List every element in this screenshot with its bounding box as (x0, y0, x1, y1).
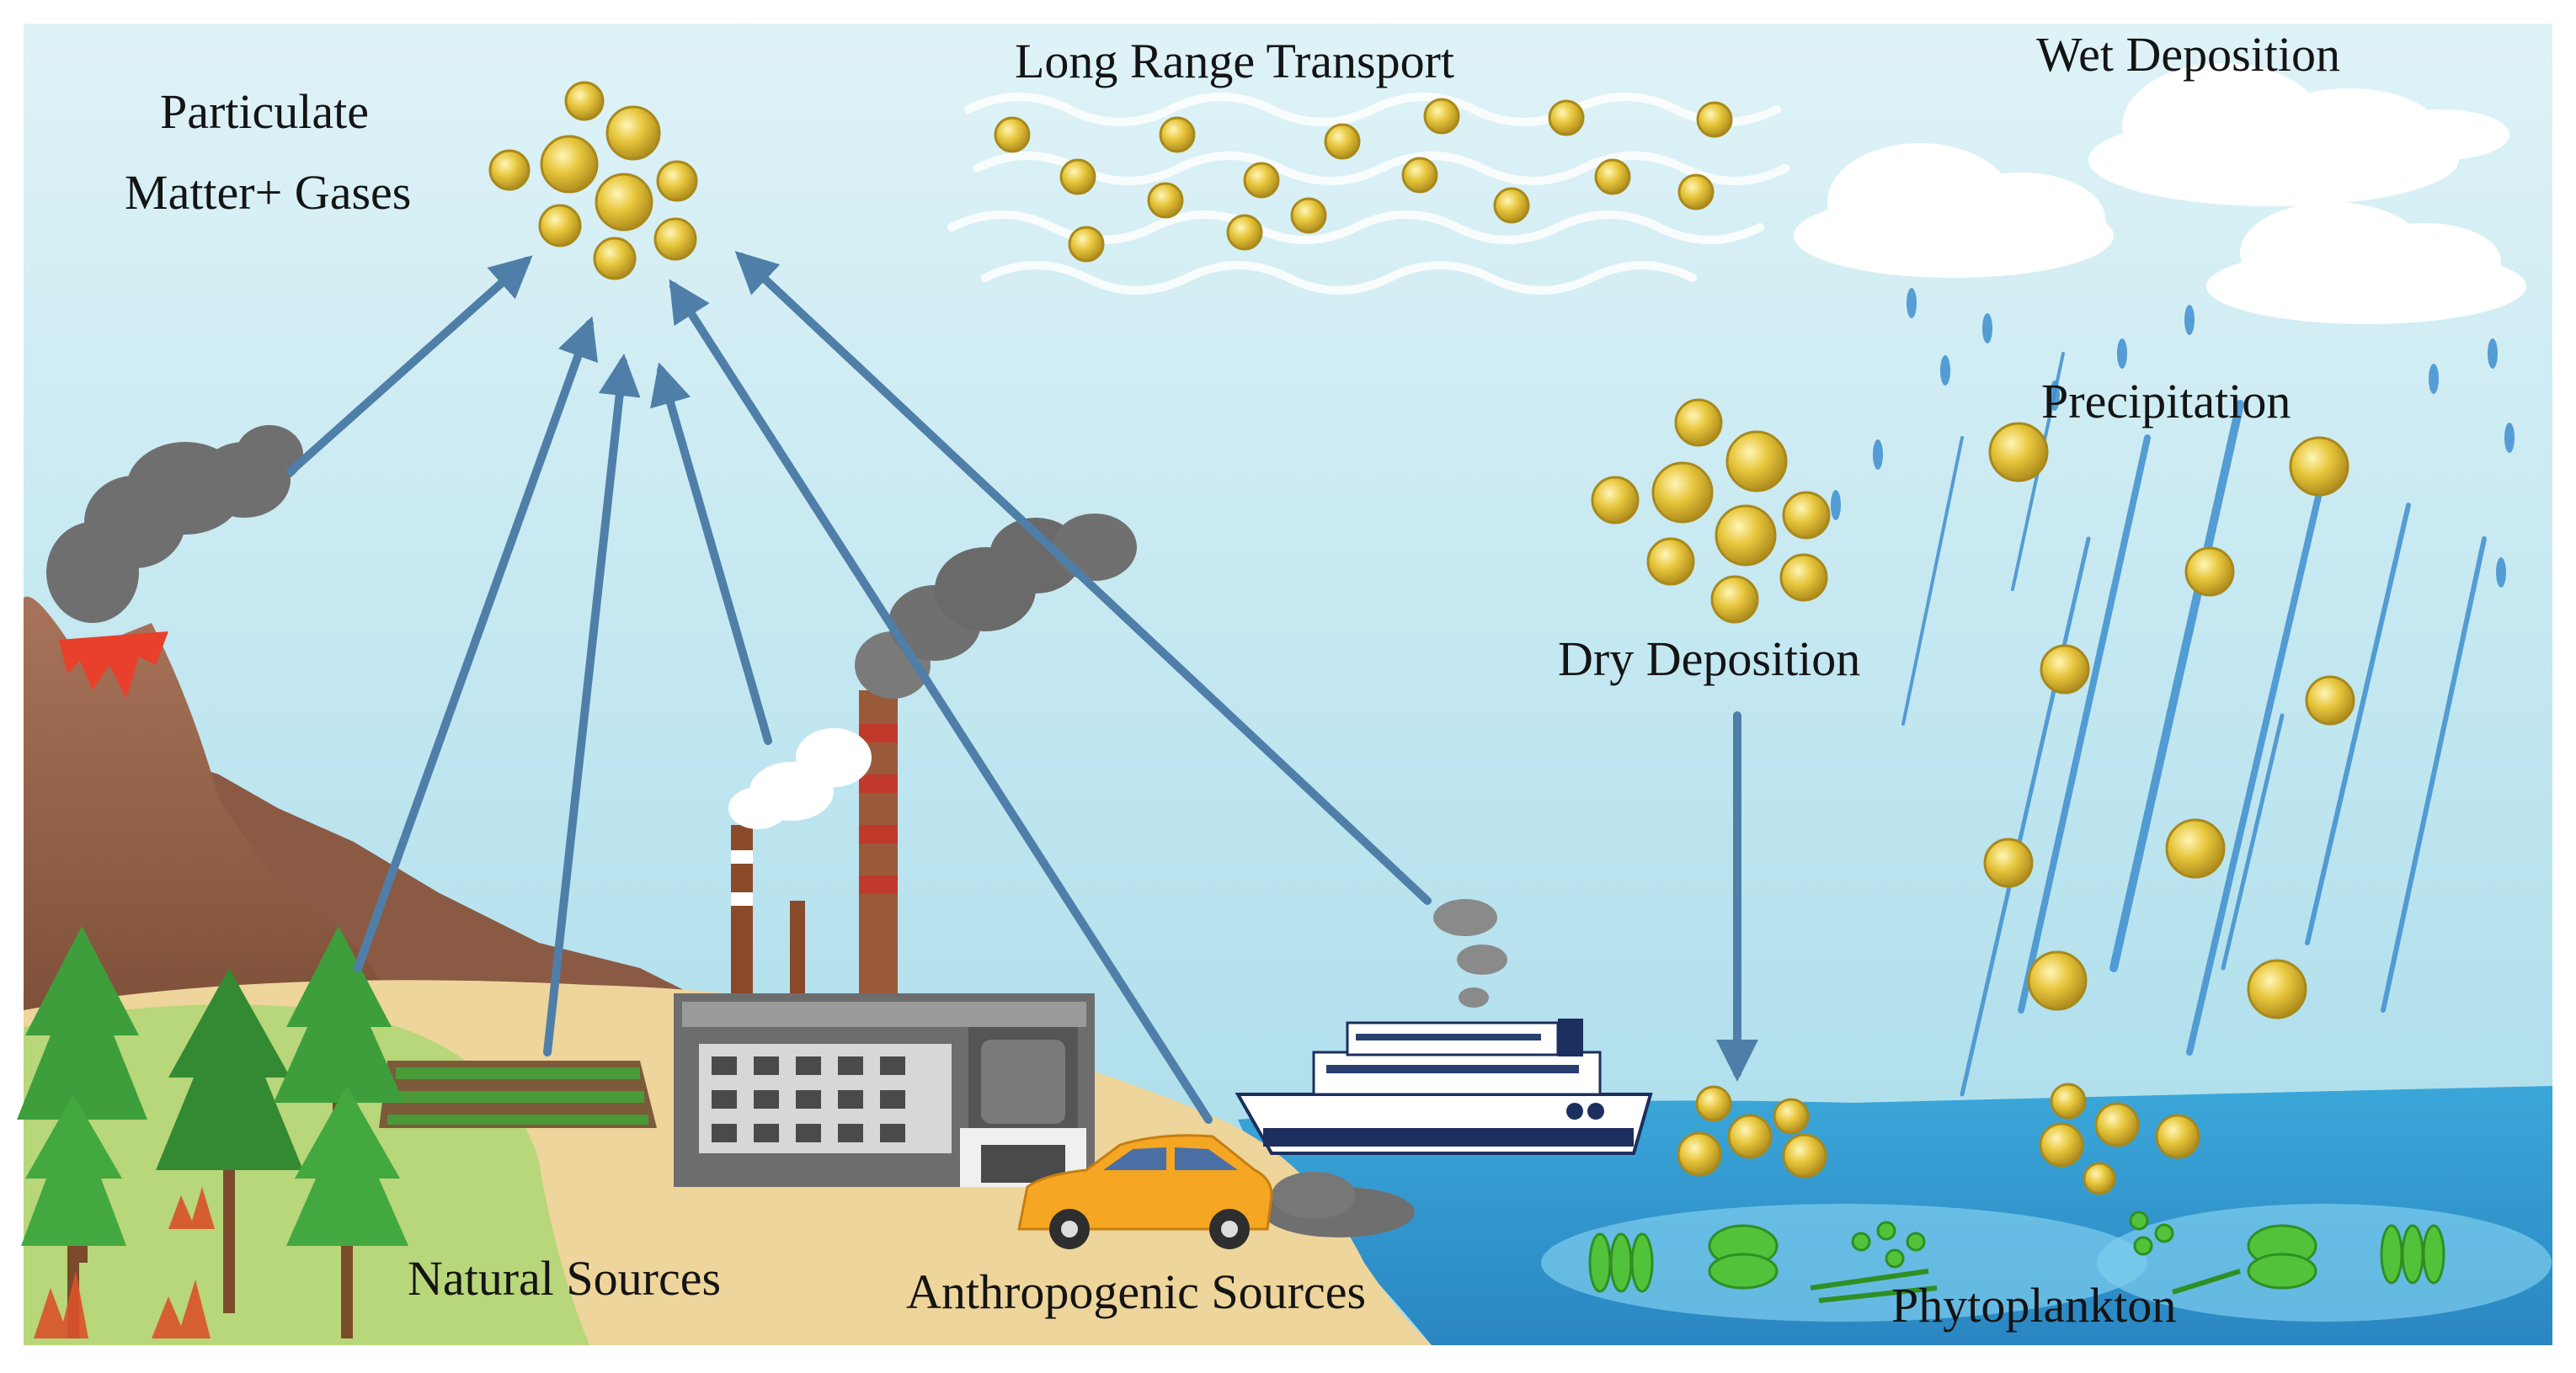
particle-icon (2165, 818, 2226, 879)
car-icon (1017, 1134, 1415, 1249)
particle-icon (994, 116, 1031, 153)
particle-icon (1710, 575, 1759, 624)
particle-icon (1651, 461, 1714, 524)
particle-icon (1591, 476, 1640, 524)
label-long-range-transport: Long Range Transport (1015, 34, 1454, 88)
particle-icon (1988, 422, 2049, 482)
particle-icon (1493, 187, 1530, 224)
wildfire (34, 1187, 215, 1338)
particle-icon (1646, 537, 1695, 586)
particle-icon (1725, 430, 1788, 492)
rain-icon (1901, 352, 2487, 1097)
particle-icon (538, 204, 582, 247)
particle-icon (1782, 1133, 1827, 1179)
particle-icon (1782, 491, 1831, 540)
particle-icon (1226, 214, 1263, 251)
particle-icon (1779, 553, 1828, 602)
smoke-ship (1433, 899, 1507, 1008)
particle-icon (1068, 226, 1105, 263)
farm-field (379, 1061, 657, 1128)
particle-icon (1695, 1085, 1732, 1122)
particle-icon (1548, 99, 1585, 136)
particle-icon (1715, 504, 1777, 567)
particle-icon (2083, 1162, 2116, 1195)
particle-icon (2247, 959, 2307, 1019)
cloud-icon (1794, 63, 2526, 324)
particle-icon (593, 237, 637, 280)
particle-icon (656, 160, 698, 202)
particle-icon (1983, 838, 2034, 888)
particle-icon (1290, 197, 1327, 234)
tree-icon (17, 926, 408, 1338)
particle-icon (1594, 158, 1631, 195)
smoke-volcano (46, 425, 303, 623)
particle-icon (605, 105, 661, 161)
particle-icon (2040, 644, 2090, 694)
ship-icon (1235, 1019, 1653, 1155)
particle-icon (653, 217, 697, 261)
particle-icon (1773, 1098, 1810, 1135)
particle-icon (2289, 436, 2349, 497)
particle-icon (1159, 116, 1196, 153)
particle-icon (2305, 675, 2355, 726)
particle-icon (2094, 1102, 2140, 1147)
particle-icon (2039, 1122, 2084, 1168)
particle-icon (540, 135, 599, 194)
particle-icon (1727, 1114, 1773, 1159)
label-anthropogenic-sources: Anthropogenic Sources (906, 1264, 1367, 1319)
particle-icon (564, 81, 605, 121)
chimney-icon (731, 690, 898, 993)
label-natural-sources: Natural Sources (408, 1251, 722, 1306)
lava (59, 631, 168, 699)
label-phytoplankton: Phytoplankton (1891, 1278, 2177, 1333)
particle-icon (1674, 398, 1723, 447)
particle-icon (1401, 157, 1438, 194)
plankton-patch-left (1541, 1204, 2147, 1322)
particle-icon (1324, 123, 1361, 160)
particle-icon (595, 173, 653, 231)
smoke-factory (728, 514, 1137, 829)
particle-icon (1147, 182, 1184, 219)
rain-drops (1831, 288, 2515, 588)
particle-icon (1677, 1131, 1722, 1177)
arrow-icon (286, 251, 1758, 1124)
particle-icon (1059, 158, 1096, 195)
particle-icon (2027, 950, 2088, 1011)
factory-icon (674, 993, 1095, 1187)
particle-icon (488, 81, 2355, 1195)
label-precipitation: Precipitation (2041, 374, 2291, 428)
particle-icon (1677, 173, 1715, 210)
label-wet-deposition: Wet Deposition (2036, 27, 2340, 82)
label-particulate-line2: Matter+ Gases (125, 165, 412, 220)
particle-icon (2155, 1114, 2200, 1159)
particle-icon (2184, 546, 2235, 597)
volcano-icon (24, 596, 387, 1044)
label-dry-deposition: Dry Deposition (1558, 631, 1861, 686)
particle-icon (1423, 98, 1460, 135)
particle-icon (2050, 1083, 2087, 1120)
particle-icon (1243, 162, 1280, 199)
label-particulate-line1: Particulate (160, 84, 370, 139)
particle-icon (488, 149, 531, 191)
phytoplankton-icon (1588, 1211, 2445, 1303)
particle-icon (1696, 101, 1733, 138)
